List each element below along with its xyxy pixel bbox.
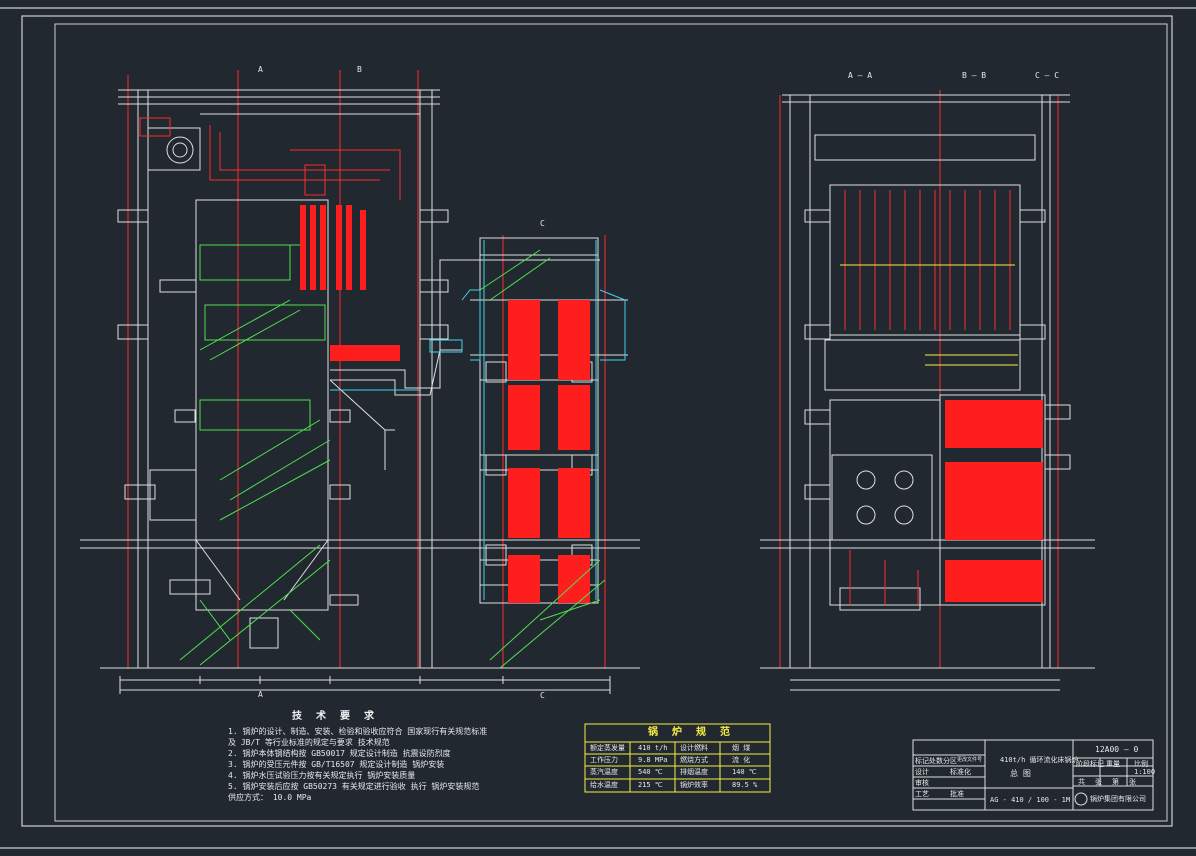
side-elevation-view (760, 90, 1095, 691)
spec-cell: 烟 煤 (732, 744, 751, 752)
spec-table-frame (584, 723, 771, 793)
tb-drawing-no: 12A00 — 0 (1095, 745, 1139, 754)
tb-company: 锅炉集团有限公司 (1090, 795, 1146, 803)
tb-role: 标准化 (950, 768, 971, 776)
tb-sheet: 共 (1078, 778, 1085, 786)
tb-view-name: 总 图 (1010, 769, 1031, 778)
spec-cell: 140 ℃ (732, 768, 757, 776)
tb-scale: 1:100 (1134, 768, 1156, 776)
tech-req-title: 技 术 要 求 (292, 711, 379, 722)
side-section-label-a: A — A (848, 71, 873, 80)
tech-req-line: 5. 锅炉安装后应按 GB50273 有关规定进行验收 执行 锅炉安装规范 (228, 782, 480, 791)
side-section-label-c: C — C (1035, 71, 1060, 80)
tech-req-line: 3. 锅炉的受压元件按 GB/T16507 规定设计制造 锅炉安装 (228, 760, 445, 769)
tb-part-code: AG - 410 / 100 - 1M (990, 796, 1071, 804)
section-label-c-top: C (540, 219, 545, 228)
section-label-a-top: A (258, 65, 263, 74)
title-block-frame (912, 739, 1154, 811)
spec-cell: 燃烧方式 (680, 756, 708, 764)
spec-cell: 9.8 MPa (638, 756, 668, 764)
tb-role: 工艺 (915, 790, 929, 798)
tb-right-header: 比例 (1134, 760, 1148, 768)
spec-cell: 410 t/h (638, 744, 668, 752)
spec-cell: 设计燃料 (680, 744, 708, 752)
section-label-b-top: B (357, 65, 362, 74)
tb-header: 标记 (915, 757, 929, 765)
spec-cell: 排烟温度 (680, 768, 708, 776)
front-elevation-view (80, 70, 640, 694)
section-label-c-bottom: C (540, 691, 545, 700)
spec-cell: 额定蒸发量 (590, 744, 625, 752)
tech-req-line: 供应方式： 10.0 MPa (228, 793, 312, 802)
spec-cell: 蒸汽温度 (590, 768, 618, 776)
spec-cell: 给水温度 (590, 781, 618, 789)
tb-sheet: 张 (1095, 778, 1102, 786)
tb-sheet: 第 (1112, 778, 1119, 786)
tech-req-line: 1. 锅炉的设计、制造、安装、检验和验收应符合 国家现行有关规范标准 (228, 727, 488, 736)
tb-right-header: 重量 (1106, 760, 1120, 768)
tb-sheet: 张 (1129, 778, 1136, 786)
spec-cell: 流 化 (732, 756, 751, 764)
tech-req-line: 4. 锅炉水压试验压力按有关规定执行 锅炉安装质量 (228, 771, 416, 780)
spec-cell: 工作压力 (590, 756, 618, 764)
tb-role: 设计 (915, 768, 929, 776)
spec-cell: 215 ℃ (638, 781, 663, 789)
tb-product: 410t/h 循环流化床锅炉 (1000, 756, 1079, 764)
tb-right-header: 阶段标记 (1076, 760, 1104, 768)
tech-req-line: 2. 锅炉本体钢结构按 GB50017 规定设计制造 抗震设防烈度 (228, 749, 451, 758)
spec-cell: 锅炉效率 (680, 781, 708, 789)
spec-table-title: 锅 炉 规 范 (648, 727, 735, 738)
tech-req-line: 及 JB/T 等行业标准的规定与要求 技术规范 (228, 738, 390, 747)
side-section-label-b: B — B (962, 71, 987, 80)
tb-role: 批准 (950, 790, 964, 798)
spec-cell: 540 ℃ (638, 768, 663, 776)
tb-header: 分区 (943, 757, 957, 765)
tb-header: 更改文件号 (957, 757, 983, 763)
section-label-a-bottom: A (258, 690, 263, 699)
tb-header: 处数 (929, 757, 943, 765)
spec-cell: 89.5 % (732, 781, 758, 789)
tb-role: 审核 (915, 779, 929, 787)
